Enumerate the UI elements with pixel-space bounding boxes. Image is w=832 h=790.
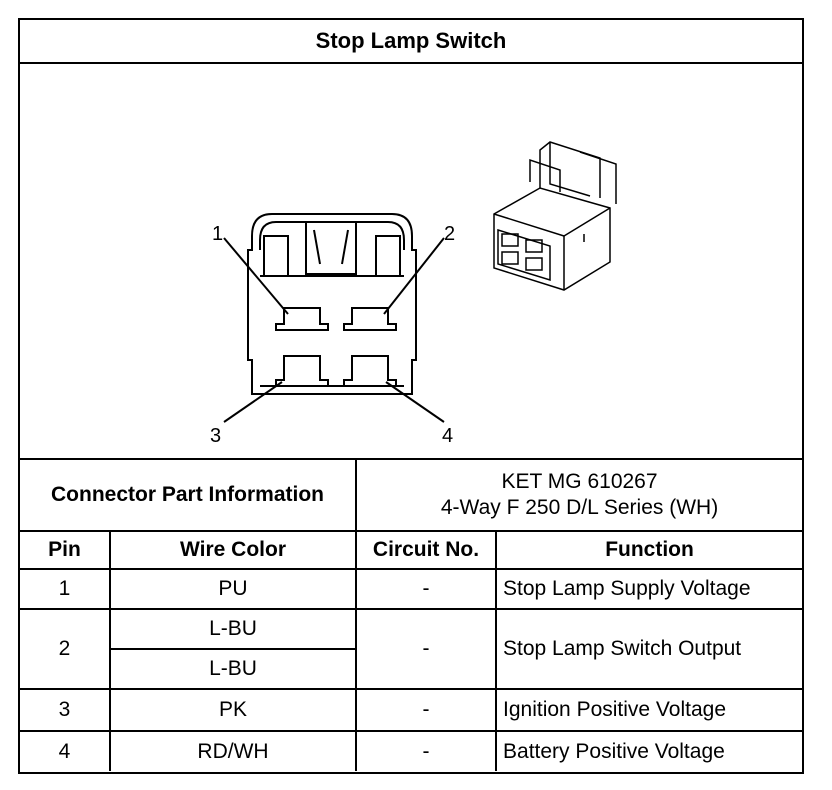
table-row: 1 PU - Stop Lamp Supply Voltage — [20, 568, 803, 610]
table-row: L-BU — [20, 648, 802, 690]
circuit-cell: - — [355, 568, 498, 610]
connector-part-number: KET MG 610267 4-Way F 250 D/L Series (WH… — [355, 458, 803, 532]
callout-2: 2 — [444, 223, 455, 245]
pin-cell: 2 — [20, 608, 111, 690]
table-row: 3 PK - Ignition Positive Voltage — [20, 688, 803, 732]
page-title: Stop Lamp Switch — [20, 20, 802, 64]
table-header-row: Pin Wire Color Circuit No. Function — [20, 530, 803, 570]
function-cell: Ignition Positive Voltage — [495, 688, 803, 732]
function-cell: Stop Lamp Supply Voltage — [495, 568, 803, 610]
table-row: 4 RD/WH - Battery Positive Voltage — [20, 730, 803, 771]
header-pin: Pin — [20, 530, 111, 570]
pin-cell: 4 — [20, 730, 111, 771]
callout-1: 1 — [212, 223, 223, 245]
connector-info-label: Connector Part Information — [20, 458, 358, 532]
connector-sheet: Stop Lamp Switch — [18, 18, 804, 774]
part-line-2: 4-Way F 250 D/L Series (WH) — [440, 496, 719, 519]
circuit-cell: - — [355, 688, 498, 732]
wire-color-cell: RD/WH — [108, 730, 358, 771]
wire-color-cell: PU — [108, 568, 358, 610]
function-cell: Battery Positive Voltage — [495, 730, 803, 771]
header-function: Function — [495, 530, 803, 570]
callout-leaders — [223, 237, 445, 423]
circuit-cell: - — [355, 730, 498, 771]
table-row: 2 L-BU - Stop Lamp Switch Output — [20, 608, 803, 690]
wire-color-cell: PK — [108, 688, 358, 732]
pin-cell: 3 — [20, 688, 111, 732]
circuit-cell: - — [355, 608, 498, 690]
connector-isometric-view — [493, 141, 617, 291]
header-wire-color: Wire Color — [108, 530, 358, 570]
connector-info-row: Connector Part Information KET MG 610267… — [20, 458, 803, 532]
function-cell: Stop Lamp Switch Output — [495, 608, 803, 690]
header-circuit: Circuit No. — [355, 530, 498, 570]
part-line-1: KET MG 610267 — [501, 470, 658, 493]
pin-cavities — [275, 307, 397, 387]
callout-4: 4 — [442, 425, 453, 447]
pin-cell: 1 — [20, 568, 111, 610]
connector-drawing: 1 2 3 4 — [20, 64, 802, 460]
connector-face-diagram: 1 2 3 4 — [210, 141, 617, 447]
wire-color-cell: L-BU — [108, 608, 358, 650]
connector-table: Connector Part Information KET MG 610267… — [20, 458, 803, 771]
wire-color-cell: L-BU — [110, 648, 357, 690]
callout-3: 3 — [210, 425, 221, 447]
